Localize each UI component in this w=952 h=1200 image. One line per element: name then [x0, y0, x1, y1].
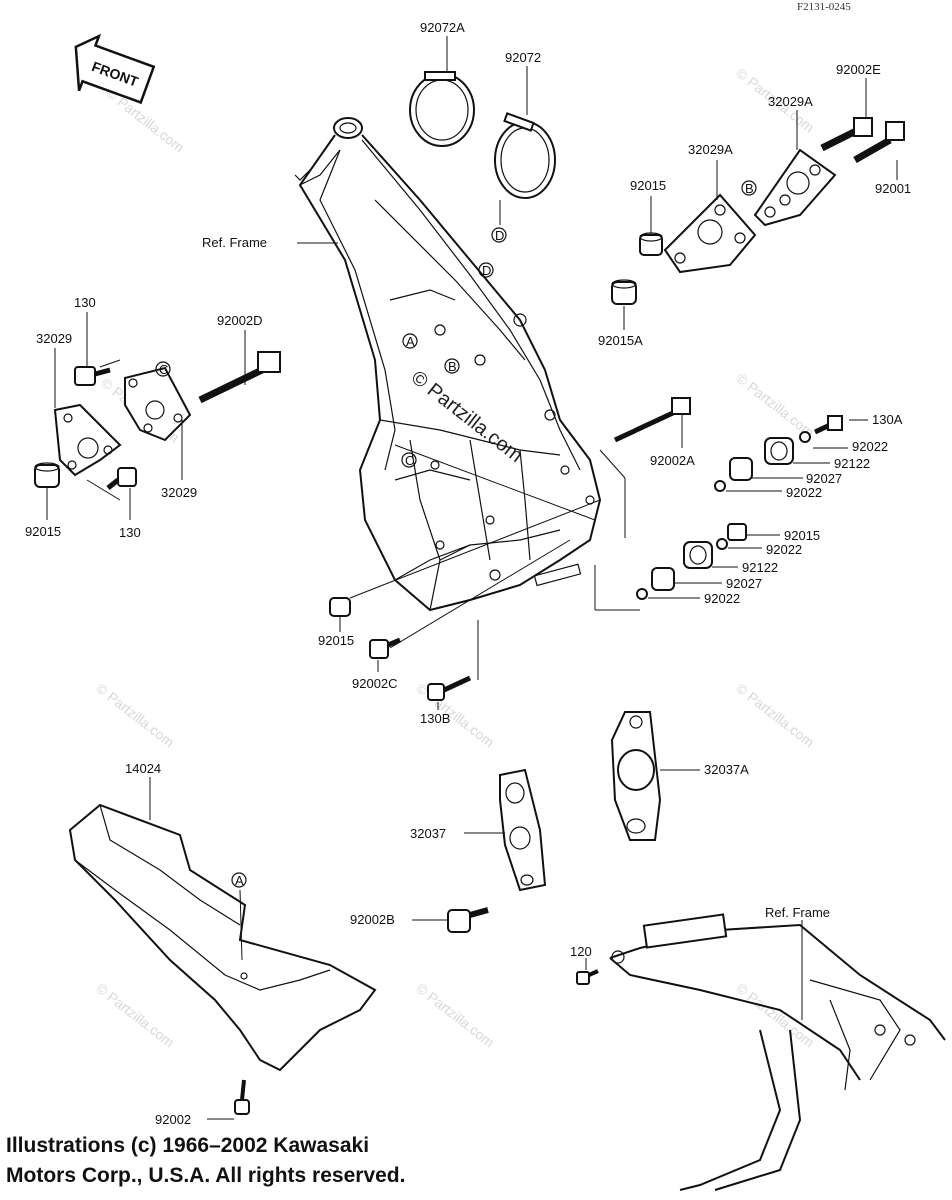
label-32029A-1: 32029A — [768, 94, 813, 109]
label-92027-1: 92027 — [806, 471, 842, 486]
label-92002: 92002 — [155, 1112, 191, 1127]
label-32029A-2: 32029A — [688, 142, 733, 157]
nut-92015-left — [34, 462, 60, 488]
callout-letter: D D B A B C C A — [155, 180, 757, 888]
label-32029-right: 32029 — [161, 485, 197, 500]
label-32037: 32037 — [410, 826, 446, 841]
label-92022-3: 92022 — [766, 542, 802, 557]
watermark: © Partzilla.com — [733, 370, 817, 441]
label-130-bottom: 130 — [119, 525, 141, 540]
svg-text:B: B — [448, 359, 457, 374]
leader-lines — [46, 36, 898, 1120]
label-92022-1: 92022 — [852, 439, 888, 454]
watermark-center: © Partzilla.com — [407, 367, 527, 467]
svg-text:C: C — [159, 362, 168, 377]
copyright-line-1: Illustrations (c) 1966–2002 Kawasaki — [6, 1134, 370, 1157]
label-92002A: 92002A — [650, 453, 695, 468]
label-92002B: 92002B — [350, 912, 395, 927]
label-92002C: 92002C — [352, 676, 398, 691]
bracket-32037 — [499, 768, 547, 892]
label-92015-mid: 92015 — [784, 528, 820, 543]
collar-92027-upper — [729, 457, 753, 481]
label-92072: 92072 — [505, 50, 541, 65]
bolt-130A — [813, 415, 843, 435]
washer-92022-4 — [636, 588, 648, 600]
bolt-120 — [576, 969, 599, 985]
svg-text:D: D — [495, 228, 504, 243]
label-92015A: 92015A — [598, 333, 643, 348]
watermark: © Partzilla.com — [733, 980, 817, 1051]
label-92022-4: 92022 — [704, 591, 740, 606]
label-92001: 92001 — [875, 181, 911, 196]
label-92015-bottom: 92015 — [318, 633, 354, 648]
bolt-130B — [427, 675, 472, 701]
bracket-32029A-rear — [753, 148, 837, 227]
bolt-92002A — [613, 397, 691, 443]
bolt-92002D — [198, 351, 281, 404]
label-120: 120 — [570, 944, 592, 959]
bracket-32029-left — [53, 403, 122, 477]
clamp-92072A — [409, 71, 475, 147]
rear-subframe — [609, 913, 946, 1191]
label-92122-1: 92122 — [834, 456, 870, 471]
bracket-32037A — [610, 711, 662, 841]
svg-text:A: A — [406, 334, 415, 349]
label-130B: 130B — [420, 711, 450, 726]
watermark: © Partzilla.com — [103, 85, 187, 156]
bolt-92002C — [369, 637, 401, 659]
label-92002D: 92002D — [217, 313, 263, 328]
label-92015-top: 92015 — [630, 178, 666, 193]
label-130A: 130A — [872, 412, 903, 427]
clamp-92072 — [494, 112, 556, 199]
svg-text:D: D — [482, 263, 491, 278]
bracket-32029-right — [124, 366, 192, 442]
label-92015-left: 92015 — [25, 524, 61, 539]
label-92022-2: 92022 — [786, 485, 822, 500]
bolt-130-top — [74, 366, 111, 386]
copyright-line-2: Motors Corp., U.S.A. All rights reserved… — [6, 1164, 406, 1187]
skid-plate-14024 — [68, 803, 377, 1072]
bolt-130-bottom — [106, 467, 137, 490]
nut-92015-mid — [727, 523, 747, 541]
watermark: © Partzilla.com — [733, 680, 817, 751]
label-14024: 14024 — [125, 761, 161, 776]
nut-92015A — [611, 279, 637, 305]
bolt-92001 — [853, 121, 905, 164]
svg-text:C: C — [405, 453, 414, 468]
washer-92022-2 — [714, 480, 726, 492]
collar-92122-upper — [764, 437, 794, 465]
bolt-92002 — [234, 1079, 250, 1115]
part-labels: 92072A 92072 92002E 32029A 32029A 92015 … — [25, 20, 911, 1127]
label-92122-2: 92122 — [742, 560, 778, 575]
label-32037A: 32037A — [704, 762, 749, 777]
svg-text:B: B — [745, 181, 754, 196]
watermark: © Partzilla.com — [93, 680, 177, 751]
label-92002E: 92002E — [836, 62, 881, 77]
collar-92027-lower — [651, 567, 675, 591]
label-ref-frame-top: Ref. Frame — [202, 235, 267, 250]
label-ref-frame-bottom: Ref. Frame — [765, 905, 830, 920]
reference-code: F2131-0245 — [797, 1, 851, 13]
collar-92122-lower — [683, 541, 713, 569]
bracket-32029A-front — [663, 193, 757, 274]
label-92072A: 92072A — [420, 20, 465, 35]
washer-92022-3 — [716, 538, 728, 550]
svg-text:A: A — [235, 873, 244, 888]
watermark: © Partzilla.com — [413, 980, 497, 1051]
nut-92015-top — [639, 232, 663, 256]
watermark: © Partzilla.com — [93, 980, 177, 1051]
label-130-top: 130 — [74, 295, 96, 310]
nut-92015-bottom — [329, 597, 351, 617]
bolt-92002E — [820, 117, 873, 152]
label-32029-left: 32029 — [36, 331, 72, 346]
bolt-92002B — [447, 907, 489, 933]
label-92027-2: 92027 — [726, 576, 762, 591]
motorcycle-frame — [294, 117, 602, 612]
washer-92022-1 — [799, 431, 811, 443]
front-arrow-icon: FRONT — [74, 33, 156, 105]
